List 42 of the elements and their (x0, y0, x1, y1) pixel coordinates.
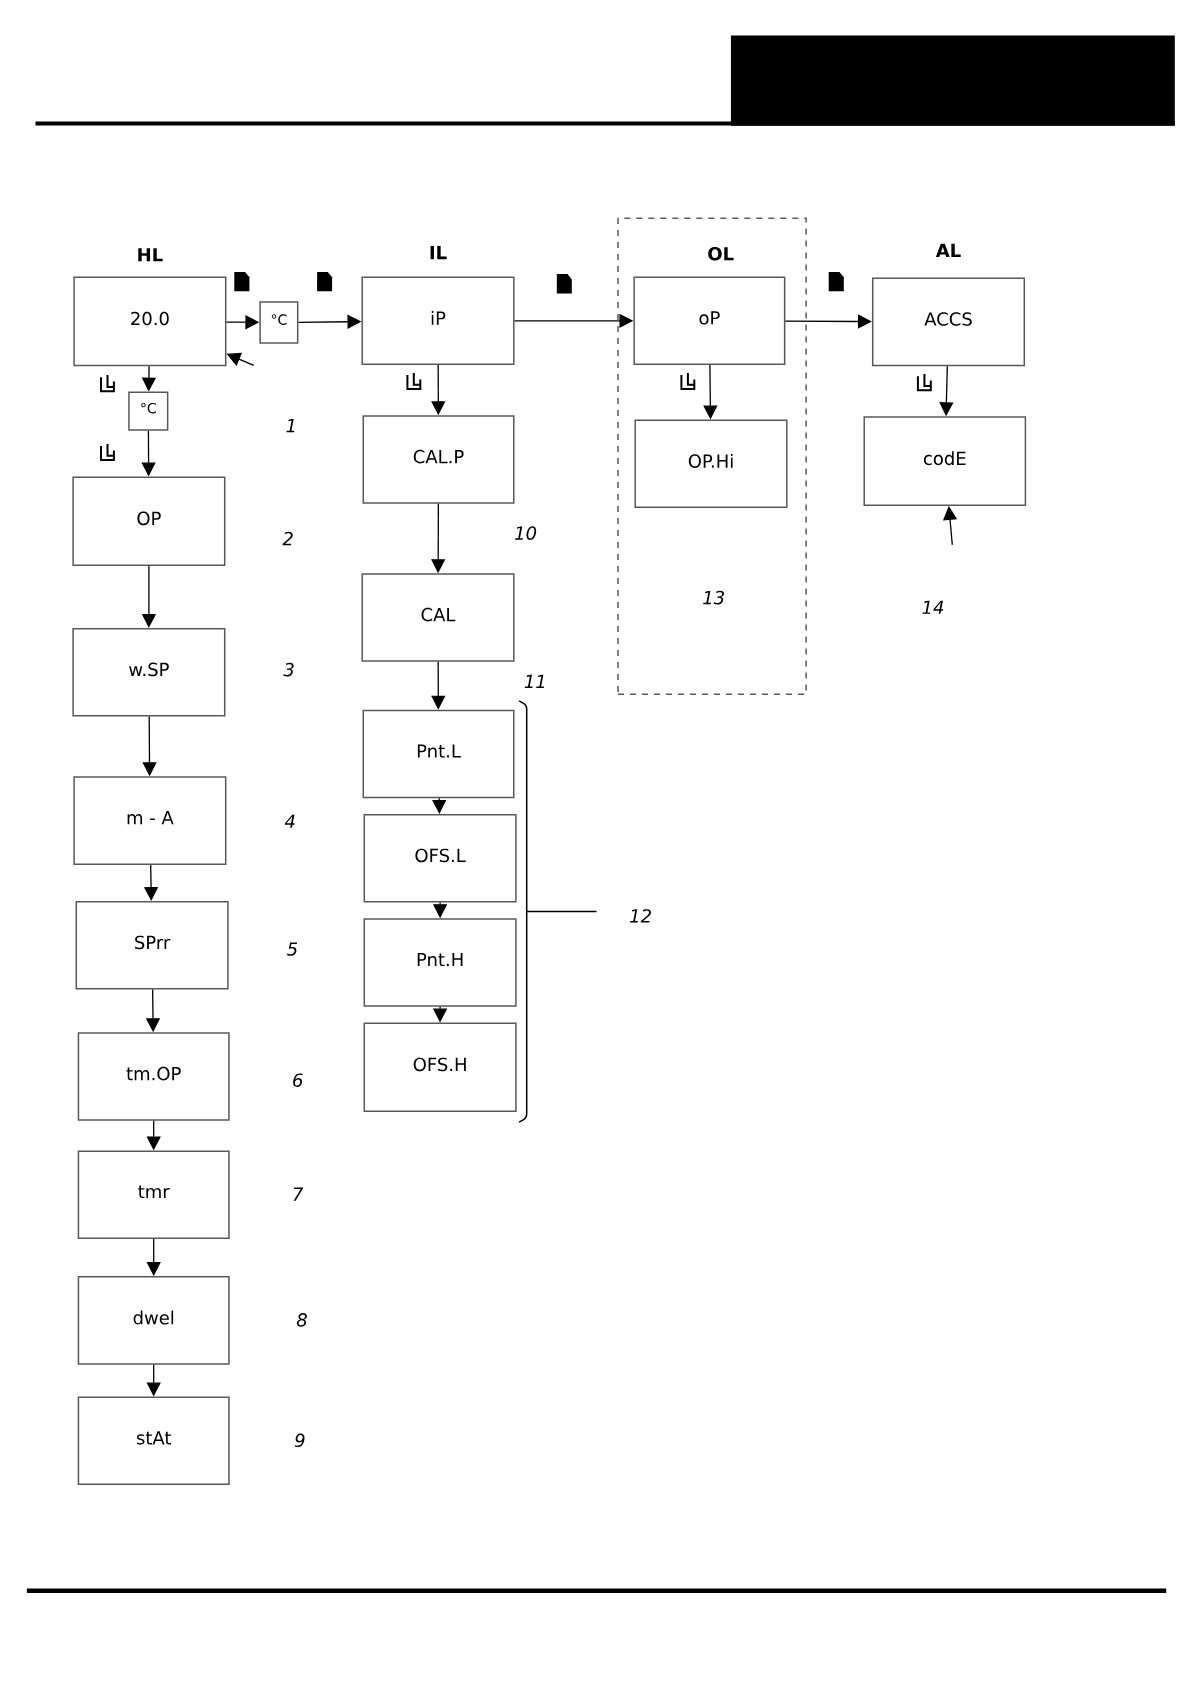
process-box: codE (863, 416, 1027, 506)
process-box: dwel (77, 1276, 230, 1365)
callout-number: 5 (287, 942, 298, 956)
process-box: iP (361, 276, 515, 366)
callout-number: 7 (293, 1187, 304, 1201)
unit-box: °C (259, 301, 299, 344)
process-box: 20.0 (73, 276, 227, 367)
process-box: OFS.H (363, 1022, 517, 1113)
process-box: OP.Hi (634, 419, 788, 509)
process-box: stAt (77, 1396, 230, 1486)
process-box: m - A (73, 776, 227, 865)
unit-box: °C (128, 391, 169, 431)
arrow (432, 797, 447, 814)
column-heading: OL (708, 246, 734, 261)
process-box: ACCS (871, 277, 1026, 367)
process-box: tm.OP (77, 1032, 230, 1121)
callout-number: 6 (293, 1073, 303, 1087)
callout-number: 14 (922, 600, 944, 614)
process-box: oP (633, 276, 786, 366)
process-box: Pnt.L (362, 709, 515, 799)
process-box: Pnt.H (363, 918, 517, 1007)
callout-number: 12 (630, 909, 651, 923)
callout-number: 3 (283, 662, 294, 677)
callout-number: 11 (524, 674, 545, 688)
callout-number: 1 (286, 419, 295, 433)
process-box: CAL (361, 573, 515, 662)
column-heading: AL (935, 243, 961, 257)
callout-number: 2 (282, 531, 293, 546)
arrow (784, 314, 872, 329)
callout-number: 10 (515, 526, 537, 540)
column-heading: HL (138, 248, 163, 262)
callout-number: 9 (294, 1433, 305, 1448)
process-box: SPrr (75, 901, 229, 990)
process-box: OP (72, 476, 226, 567)
column-heading: IL (430, 246, 447, 260)
process-box: tmr (77, 1150, 230, 1239)
callout-number: 4 (284, 814, 295, 828)
callout-number: 8 (296, 1313, 307, 1327)
process-box: CAL.P (362, 415, 515, 504)
process-box: OFS.L (363, 814, 517, 903)
callout-number: 13 (703, 590, 724, 605)
process-box: w.SP (72, 628, 226, 717)
